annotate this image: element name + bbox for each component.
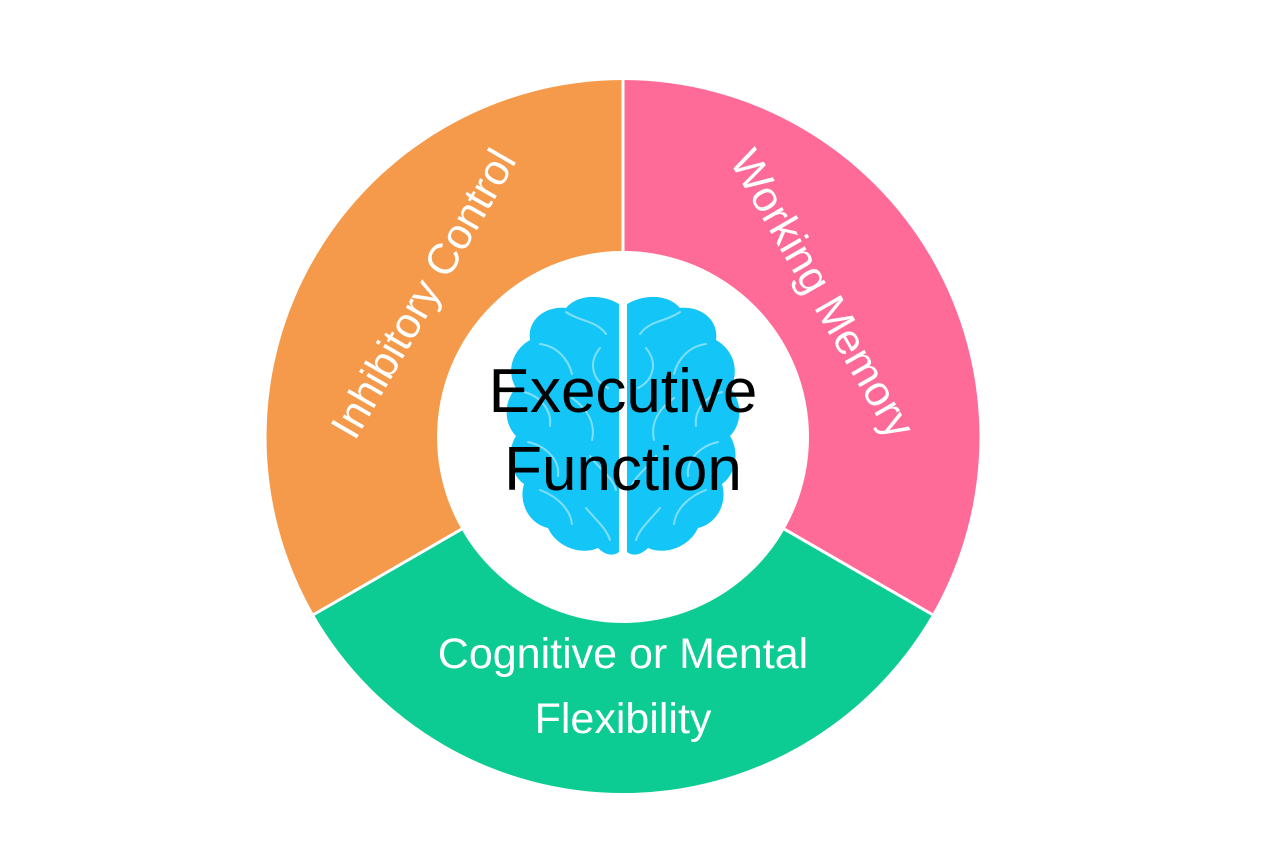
- segment-dividers: [311, 78, 935, 617]
- segment-cognitive-flexibility: [313, 529, 933, 794]
- brain-folds: [523, 311, 723, 541]
- brain-icon: [506, 296, 740, 555]
- segment-inhibitory-control: [266, 80, 623, 615]
- brain-right-hemisphere-icon: [627, 296, 740, 555]
- cognitive-flexibility-label-line-1: Cognitive or Mental: [438, 630, 808, 678]
- brain-left-hemisphere-icon: [506, 296, 619, 555]
- divider-left: [311, 527, 463, 617]
- divider-right: [783, 527, 935, 617]
- cognitive-flexibility-label-line-2: Flexibility: [535, 695, 712, 743]
- center-title-line-1: Executive: [489, 357, 758, 426]
- center-title-line-2: Function: [504, 435, 742, 504]
- segment-working-memory: [623, 80, 980, 615]
